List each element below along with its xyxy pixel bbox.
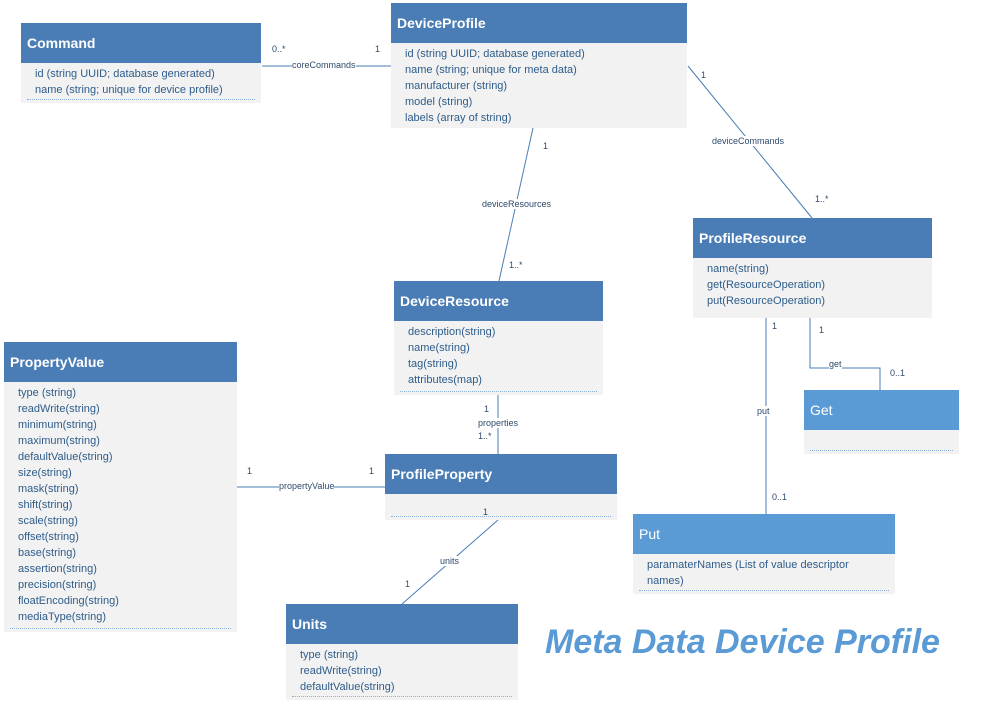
mult-get-from: 1 [819,325,825,335]
assoc-label-get: get [829,359,842,369]
attribute: labels (array of string) [405,112,512,124]
attribute: id (string UUID; database generated) [405,48,585,60]
attribute: scale(string) [18,515,78,527]
mult-device-resources-from: 1 [543,141,549,151]
line-get [809,318,881,390]
class-command-header: Command [21,23,261,63]
attribute: type (string) [300,649,359,661]
attribute: assertion(string) [18,563,97,575]
attribute: base(string) [18,547,77,559]
class-device-resource-header: DeviceResource [394,281,603,321]
separator [810,450,953,451]
mult-units-to: 1 [405,579,411,589]
class-get-header: Get [804,390,959,430]
attribute: shift(string) [18,499,73,511]
separator [639,590,889,591]
class-device-profile[interactable]: DeviceProfile id (string UUID; database … [391,3,687,128]
mult-units-from: 1 [483,507,489,517]
class-profile-property-header: ProfileProperty [385,454,617,494]
diagram-title: Meta Data Device Profile [545,623,940,661]
attribute: manufacturer (string) [405,80,508,92]
class-put-header: Put [633,514,895,554]
class-property-value[interactable]: PropertyValue type (string) readWrite(st… [4,342,237,632]
mult-core-commands-from: 0..* [272,44,286,54]
mult-properties-to: 1..* [478,431,492,441]
assoc-label-units: units [440,556,460,566]
assoc-label-property-value: propertyValue [279,481,335,491]
separator [27,99,255,100]
attribute: defaultValue(string) [18,451,113,463]
attribute: minimum(string) [18,419,97,431]
attribute: attributes(map) [408,374,482,386]
mult-properties-from: 1 [484,404,490,414]
assoc-label-device-commands: deviceCommands [712,136,785,146]
separator [10,628,231,629]
attribute: mask(string) [18,483,79,495]
class-profile-resource-header: ProfileResource [693,218,932,258]
mult-get-to: 0..1 [890,368,906,378]
mult-device-resources-to: 1..* [509,260,523,270]
assoc-label-properties: properties [478,418,519,428]
attribute: defaultValue(string) [300,681,395,693]
attribute: names) [647,575,684,587]
attribute: name(string) [707,263,769,275]
attribute: readWrite(string) [300,665,382,677]
class-device-resource[interactable]: DeviceResource description(string) name(… [394,281,603,395]
attribute: readWrite(string) [18,403,100,415]
class-profile-resource[interactable]: ProfileResource name(string) get(Resourc… [693,218,932,318]
attribute: precision(string) [18,579,97,591]
attribute: floatEncoding(string) [18,595,119,607]
attribute: mediaType(string) [18,611,107,623]
attribute: model (string) [405,96,473,108]
class-property-value-attributes: type (string) readWrite(string) minimum(… [4,382,237,625]
class-device-profile-attributes: id (string UUID; database generated) nam… [391,43,687,126]
class-device-resource-attributes: description(string) name(string) tag(str… [394,321,603,388]
attribute: maximum(string) [18,435,100,447]
separator [292,696,512,697]
mult-put-from: 1 [772,321,778,331]
mult-property-value-to: 1 [369,466,375,476]
attribute: get(ResourceOperation) [707,279,826,291]
attribute: name (string; unique for meta data) [405,64,577,76]
class-get[interactable]: Get [804,390,959,454]
mult-device-commands-to: 1..* [815,194,829,204]
attribute: name (string; unique for device profile) [35,84,223,96]
attribute: paramaterNames (List of value descriptor [647,559,849,571]
assoc-label-put: put [757,406,770,416]
mult-core-commands-to: 1 [375,44,381,54]
class-command-attributes: id (string UUID; database generated) nam… [21,63,261,98]
mult-put-to: 0..1 [772,492,788,502]
assoc-label-device-resources: deviceResources [482,199,552,209]
attribute: name(string) [408,342,470,354]
class-put-attributes: paramaterNames (List of value descriptor… [633,554,895,589]
class-command[interactable]: Command id (string UUID; database genera… [21,23,261,103]
class-profile-property[interactable]: ProfileProperty [385,454,617,520]
attribute: offset(string) [18,531,79,543]
class-device-profile-header: DeviceProfile [391,3,687,43]
attribute: tag(string) [408,358,458,370]
attribute: size(string) [18,467,72,479]
separator [400,391,597,392]
class-profile-resource-attributes: name(string) get(ResourceOperation) put(… [693,258,932,309]
attribute: put(ResourceOperation) [707,295,826,307]
class-put[interactable]: Put paramaterNames (List of value descri… [633,514,895,594]
separator [391,516,611,517]
mult-property-value-from: 1 [247,466,253,476]
attribute: type (string) [18,387,77,399]
class-units[interactable]: Units type (string) readWrite(string) de… [286,604,518,700]
class-units-header: Units [286,604,518,644]
mult-device-commands-from: 1 [701,70,707,80]
attribute: id (string UUID; database generated) [35,68,215,80]
class-units-attributes: type (string) readWrite(string) defaultV… [286,644,518,695]
attribute: description(string) [408,326,496,338]
assoc-label-core-commands: coreCommands [292,60,356,70]
class-property-value-header: PropertyValue [4,342,237,382]
